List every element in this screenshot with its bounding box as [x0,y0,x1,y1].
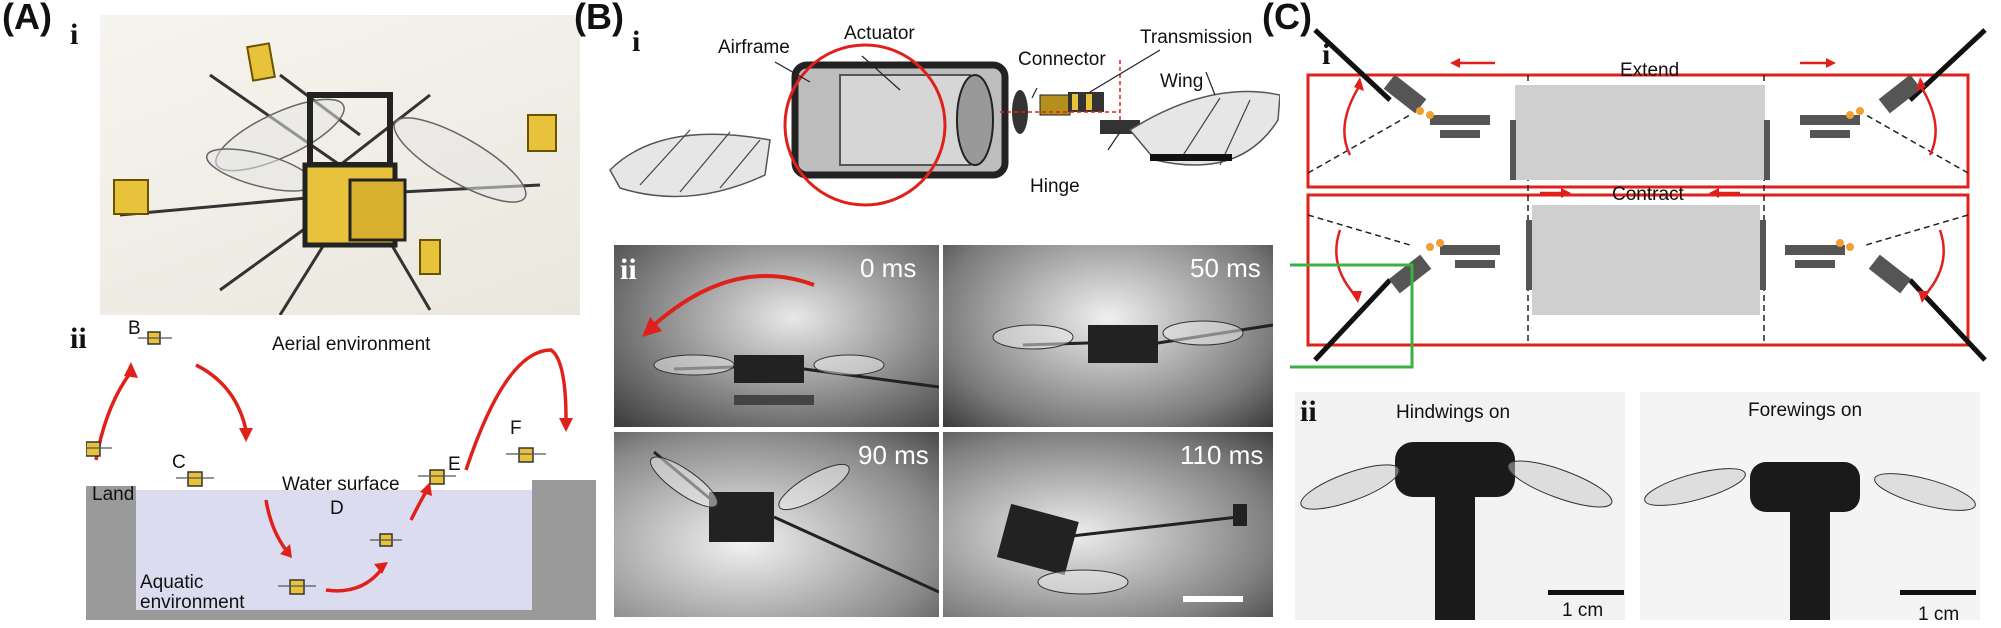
label-forewings-on: Forewings on [1748,400,1863,421]
label-scale-c1: 1 cm [1562,600,1604,621]
label-actuator: Actuator [844,23,915,44]
airframe-highlight-circle [783,43,947,207]
label-aerial-environment: Aerial environment [272,334,431,355]
label-wing: Wing [1160,71,1204,92]
panel-a-sub-ii: ii [70,322,87,355]
panel-a-sub-i: i [70,18,79,51]
water-region [136,490,532,620]
frame-label-0: 0 ms [860,253,917,283]
frame-0ms [614,245,939,427]
panel-c-sub-ii: ii [1300,395,1317,428]
label-hinge: Hinge [1030,176,1080,197]
panel-a-letter: (A) [2,0,52,37]
label-aquatic-1: Aquatic [140,572,204,593]
label-airframe: Airframe [718,37,790,58]
exploded-view [600,20,1281,230]
contract-box [1306,193,1970,347]
panel-c-sub-i: i [1322,38,1331,71]
label-water-surface: Water surface [282,474,400,495]
label-c: C [172,452,186,473]
label-d: D [330,498,344,519]
label-connector: Connector [1018,49,1106,70]
frame-110ms [943,432,1273,617]
label-land: Land [92,484,135,505]
extend-box [1306,73,1970,189]
label-aquatic-2: environment [140,592,245,613]
label-hindwings-on: Hindwings on [1396,402,1511,423]
hindwings-photo [1295,392,1625,620]
scale-bar-b-i [1150,154,1232,161]
scale-bar-c2 [1900,590,1976,595]
forewings-photo [1640,392,1980,620]
scale-bar-c1 [1548,590,1624,595]
land-block-left [86,486,136,620]
label-extend: Extend [1620,60,1680,81]
panel-b-letter: (B) [574,0,624,37]
frame-label-1: 50 ms [1190,253,1261,283]
environment-diagram [76,310,596,620]
panel-b-sub-i: i [632,25,641,58]
label-e: E [448,454,461,475]
label-transmission: Transmission [1140,27,1253,48]
label-scale-c2: 1 cm [1918,604,1960,625]
panel-c-letter: (C) [1262,0,1312,37]
label-b: B [128,318,141,339]
robot-photo [100,15,580,315]
frame-label-3: 110 ms [1180,440,1264,470]
frame-90ms [614,432,939,617]
land-block-right [532,480,596,620]
scale-bar-b-ii [1183,596,1243,602]
frame-50ms [943,245,1273,427]
mechanism-diagram [1284,15,2001,375]
panel-b-sub-ii: ii [620,253,637,286]
label-contract: Contract [1612,184,1684,205]
frame-label-2: 90 ms [858,440,929,470]
label-f: F [510,418,522,439]
